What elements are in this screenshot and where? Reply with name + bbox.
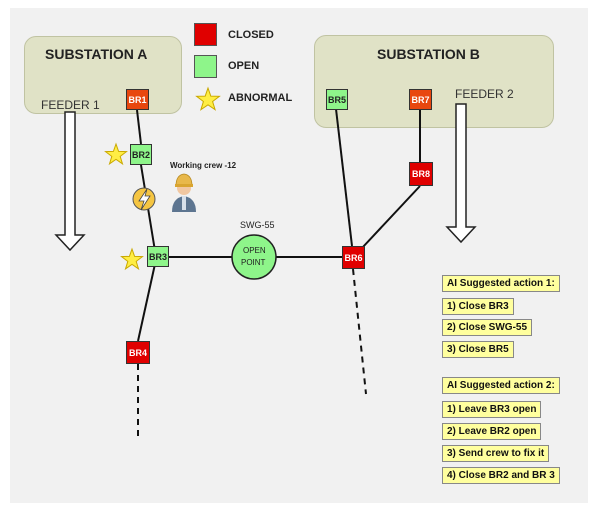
feeder-1-label: FEEDER 1: [41, 98, 100, 112]
diagram-canvas: SUBSTATION A FEEDER 1 SUBSTATION B FEEDE…: [10, 8, 588, 503]
swg-55-name: SWG-55: [240, 220, 275, 230]
action-2-step-1: 1) Leave BR3 open: [442, 401, 542, 418]
breaker-br4[interactable]: BR4: [126, 341, 150, 364]
breaker-br8[interactable]: BR8: [409, 162, 433, 186]
action-group-2-title: AI Suggested action 2:: [442, 377, 560, 394]
action-1-step-1: 1) Close BR3: [442, 298, 514, 315]
breaker-br7[interactable]: BR7: [409, 89, 432, 110]
substation-a-title: SUBSTATION A: [45, 46, 148, 62]
feeder-1-arrow: [54, 111, 86, 252]
breaker-br5-label: BR5: [327, 94, 346, 105]
legend-closed-swatch: [194, 23, 217, 46]
working-crew-label: Working crew -12: [170, 161, 237, 170]
swg-55-label-line1: OPEN: [243, 246, 266, 255]
breaker-br1[interactable]: BR1: [126, 89, 149, 110]
action-2-step-3: 3) Send crew to fix it: [442, 445, 550, 462]
action-2-step-2: 2) Leave BR2 open: [442, 423, 542, 440]
legend-open-label: OPEN: [228, 60, 260, 72]
single-line-diagram: [54, 86, 477, 440]
swg-55-label-line2: POINT: [241, 258, 266, 267]
substation-b-title: SUBSTATION B: [377, 46, 480, 62]
feeder-2-arrow: [445, 103, 477, 244]
action-1-step-2: 2) Close SWG-55: [442, 319, 533, 336]
action-group-1-title: AI Suggested action 1:: [442, 275, 560, 292]
swg-55-circle: [231, 234, 277, 280]
breaker-br3[interactable]: BR3: [147, 246, 169, 267]
breaker-br8-label: BR8: [411, 169, 430, 179]
breaker-br6[interactable]: BR6: [342, 246, 365, 269]
breaker-br4-label: BR4: [128, 347, 147, 358]
abnormal-star-br2: [104, 142, 128, 166]
legend-closed-label: CLOSED: [228, 29, 274, 41]
substation-b: SUBSTATION B FEEDER 2: [314, 35, 554, 128]
worker-icon: [172, 173, 196, 212]
action-2-step-4: 4) Close BR2 and BR 3: [442, 467, 560, 484]
fault-lightning-icon: [132, 187, 156, 211]
feeder-2-label: FEEDER 2: [455, 87, 514, 101]
breaker-br5[interactable]: BR5: [326, 89, 348, 110]
action-1-step-3: 3) Close BR5: [442, 341, 514, 358]
breaker-br6-label: BR6: [344, 252, 363, 263]
breaker-br2[interactable]: BR2: [130, 144, 152, 165]
abnormal-star-br3: [120, 247, 144, 271]
legend-star-icon: [195, 86, 221, 111]
breaker-br7-label: BR7: [411, 94, 430, 105]
legend-abnormal-label: ABNORMAL: [228, 92, 293, 104]
breaker-br1-label: BR1: [128, 94, 147, 105]
breaker-br2-label: BR2: [131, 149, 150, 160]
legend-open-swatch: [194, 55, 217, 78]
substation-a: SUBSTATION A FEEDER 1: [24, 36, 182, 114]
breaker-br3-label: BR3: [148, 251, 167, 262]
